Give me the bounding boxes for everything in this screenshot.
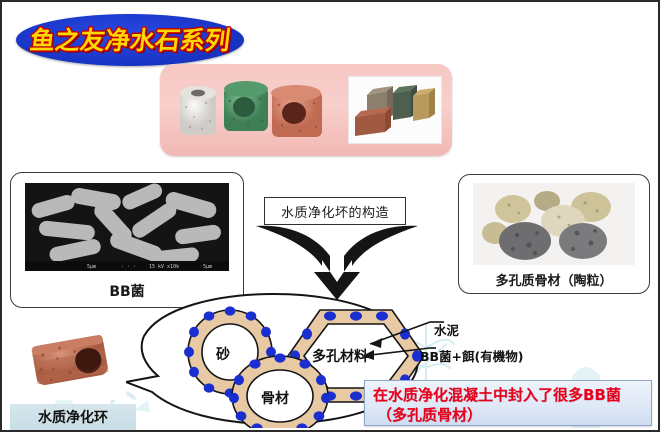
summary-callout-box: 在水质净化混凝土中封入了很多BB菌 （多孔质骨材） (364, 380, 652, 426)
sand-label: 砂 (216, 347, 230, 363)
structure-label-box: 水质净化坏的构造 (264, 197, 406, 225)
aggregate-circle-shape (229, 353, 331, 430)
aggregate-label: 骨材 (261, 391, 289, 407)
slide-title-text: 鱼之友净水石系列 (28, 25, 232, 55)
cement-label: 水泥 (434, 323, 460, 338)
purification-ring-photo (18, 318, 126, 400)
purification-ring-figure: 水质净化环 (10, 318, 136, 430)
summary-line-1: 在水质净化混凝土中封入了很多BB菌 (373, 386, 621, 404)
funnel-arrow-icon (252, 220, 422, 302)
porous-material-label: 多孔材料 (312, 349, 368, 365)
porous-blocks-photo (348, 76, 442, 144)
pointer-leader-lines (354, 302, 484, 374)
purification-ring-caption: 水质净化环 (10, 404, 136, 430)
bacteria-photo-box: 5μm · · · 15 kV x10k 5μm BB菌 (10, 172, 244, 308)
svg-text:15 kV x10k: 15 kV x10k (149, 264, 179, 270)
structure-callout-bubble: 砂 骨材 多孔材料 (122, 290, 425, 430)
product-photo-panel (160, 64, 452, 156)
svg-text:· · ·: · · · (121, 264, 136, 270)
ceramic-granule-photo (473, 183, 635, 265)
slide-title-badge: 鱼之友净水石系列 (16, 14, 244, 66)
bacteria-feed-label: BB菌+餌(有機物) (420, 349, 524, 364)
granule-caption: 多孔质骨材（陶粒） (495, 274, 613, 289)
svg-text:5μm: 5μm (203, 264, 212, 270)
granule-photo-box: 多孔质骨材（陶粒） (458, 174, 650, 294)
bacteria-caption: BB菌 (109, 284, 145, 300)
summary-line-2: （多孔质骨材） (377, 406, 483, 424)
structure-label-text: 水质净化坏的构造 (280, 205, 389, 221)
bacteria-sem-photo: 5μm · · · 15 kV x10k 5μm (25, 183, 229, 271)
svg-text:5μm: 5μm (87, 264, 96, 270)
filter-rings-photo (172, 73, 332, 147)
